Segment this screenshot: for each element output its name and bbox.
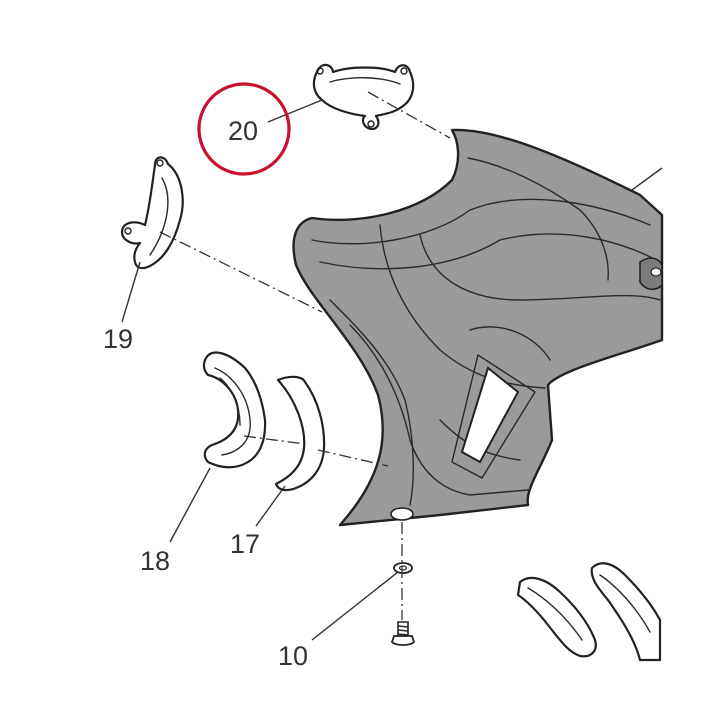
cover-contour [311,198,651,245]
part-10-washer-hole [398,565,408,571]
part-10-screw-head [390,635,416,646]
side-cover-panel [292,128,664,527]
assembly-line-17 [317,449,389,467]
part-17-trim-strip[interactable] [274,375,326,492]
assembly-lines [159,91,451,620]
cover-vent-opening [460,366,520,464]
part-19-side-bracket[interactable] [120,156,184,270]
part-20-hole-right [400,67,408,75]
partial-part-right [590,562,662,662]
part-17-outline [274,375,326,492]
cover-contour [329,299,414,506]
part-20-hole-bottom [367,120,375,128]
bottom-right-partial-parts [516,562,662,662]
leader-19 [121,261,141,323]
leader-10 [311,571,399,641]
part-20-hole-left [316,67,324,75]
part-18-inner-edge [214,367,251,456]
cover-contour [319,233,661,270]
part-20-outline [312,63,415,131]
callout-20[interactable]: 20 [228,116,258,146]
leader-18 [169,467,211,543]
leader-17 [255,485,286,527]
assembly-line-20 [367,91,451,139]
part-19-hole-left [124,227,132,235]
callout-10[interactable]: 10 [278,641,308,671]
assembly-line-19 [159,231,323,313]
leader-cover [631,167,663,191]
leader-20 [267,99,323,123]
cover-vent-frame [451,354,536,479]
callout-17[interactable]: 17 [230,529,260,559]
part-18-curved-insert[interactable] [202,351,267,469]
part-10-washer-screw[interactable] [390,562,416,646]
cover-bottom-hole [390,507,414,521]
partial-part-left [516,576,597,658]
cover-right-tab-hole [650,267,662,277]
highlight-circle [197,82,291,176]
part-20-upper-bracket[interactable] [312,63,415,131]
cover-contour [349,324,529,496]
callout-19[interactable]: 19 [103,324,133,354]
leader-lines [121,99,663,641]
part-20-inner-edge [329,77,401,85]
part-19-inner-edge [149,177,169,256]
cover-contour [419,234,661,301]
partial-part-left-edge [527,587,583,641]
partial-part-right-edge [599,574,651,633]
part-18-outline [202,351,267,469]
assembly-line-18 [243,435,306,445]
cover-contour [467,157,609,281]
cover-contour [469,326,551,361]
part-19-hole-top [156,159,164,167]
part-18-inner-edge [219,377,241,426]
callout-18[interactable]: 18 [140,546,170,576]
part-19-outline [120,156,184,270]
part-10-screw-thread [397,625,409,636]
